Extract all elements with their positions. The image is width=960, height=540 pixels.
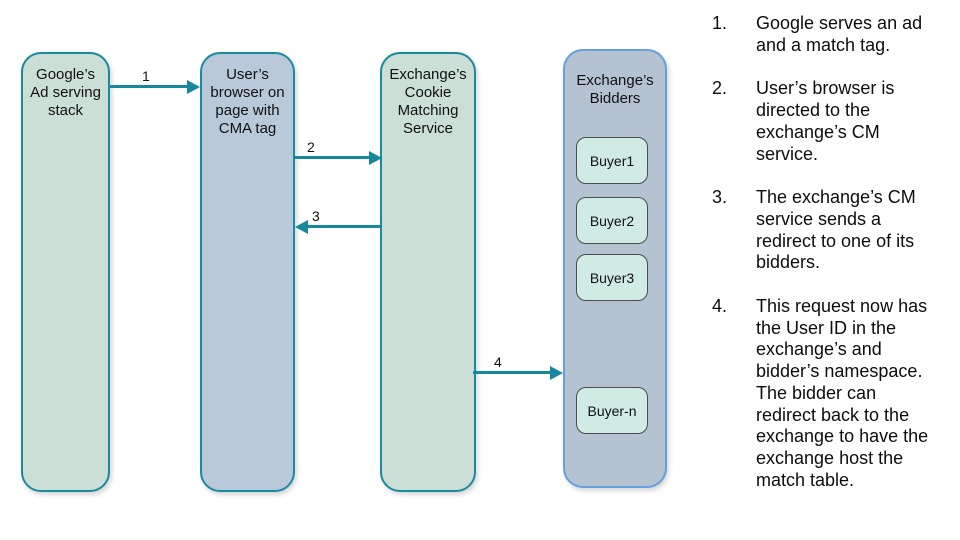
step-1-text: Google serves an ad and a match tag. (756, 13, 923, 55)
buyer1-label: Buyer1 (589, 152, 635, 169)
buyer3-box: Buyer3 (576, 254, 648, 301)
step-1: 1. Google serves an ad and a match tag. (712, 13, 954, 56)
buyer-n-box: Buyer-n (576, 387, 648, 434)
arrow-1-shaft (110, 85, 187, 88)
node-exchange-bidders-label: Exchange’s Bidders (576, 72, 654, 107)
arrow-4-label: 4 (494, 354, 502, 370)
node-exchange-bidders: Exchange’s Bidders Buyer1 Buyer2 Buyer3 … (563, 49, 667, 488)
step-4: 4. This request now has the User ID in t… (712, 296, 954, 491)
steps-list: 1. Google serves an ad and a match tag. … (712, 13, 954, 513)
buyer1-box: Buyer1 (576, 137, 648, 184)
node-user-browser: User’s browser on page with CMA tag (200, 52, 295, 492)
step-2-number: 2. (712, 78, 728, 99)
arrow-1-head-icon (187, 80, 200, 94)
arrow-3-shaft (308, 225, 382, 228)
node-google-ad-stack: Google’s Ad serving stack (21, 52, 110, 492)
buyer-n-label: Buyer-n (587, 402, 637, 419)
step-2-text: User’s browser is directed to the exchan… (756, 78, 895, 164)
step-4-number: 4. (712, 296, 728, 317)
step-2: 2. User’s browser is directed to the exc… (712, 78, 954, 165)
buyer2-box: Buyer2 (576, 197, 648, 244)
node-user-browser-label: User’s browser on page with CMA tag (210, 66, 285, 137)
node-cookie-matching-service-label: Exchange’s Cookie Matching Service (389, 66, 467, 137)
buyer2-label: Buyer2 (589, 212, 635, 229)
arrow-3-label: 3 (312, 208, 320, 224)
step-3-number: 3. (712, 187, 728, 208)
step-3-text: The exchange’s CM service sends a redire… (756, 187, 916, 273)
node-cookie-matching-service: Exchange’s Cookie Matching Service (380, 52, 476, 492)
step-3: 3. The exchange’s CM service sends a red… (712, 187, 954, 274)
arrow-3-head-icon (295, 220, 308, 234)
node-google-ad-stack-label: Google’s Ad serving stack (30, 66, 101, 119)
buyer3-label: Buyer3 (589, 269, 635, 286)
step-1-number: 1. (712, 13, 728, 33)
arrow-2-head-icon (369, 151, 382, 165)
step-4-text: This request now has the User ID in the … (756, 296, 929, 490)
arrow-4-shaft (473, 371, 550, 374)
arrow-2-shaft (295, 156, 369, 159)
arrow-2-label: 2 (307, 139, 315, 155)
arrow-1-label: 1 (142, 68, 150, 84)
arrow-4-head-icon (550, 366, 563, 380)
